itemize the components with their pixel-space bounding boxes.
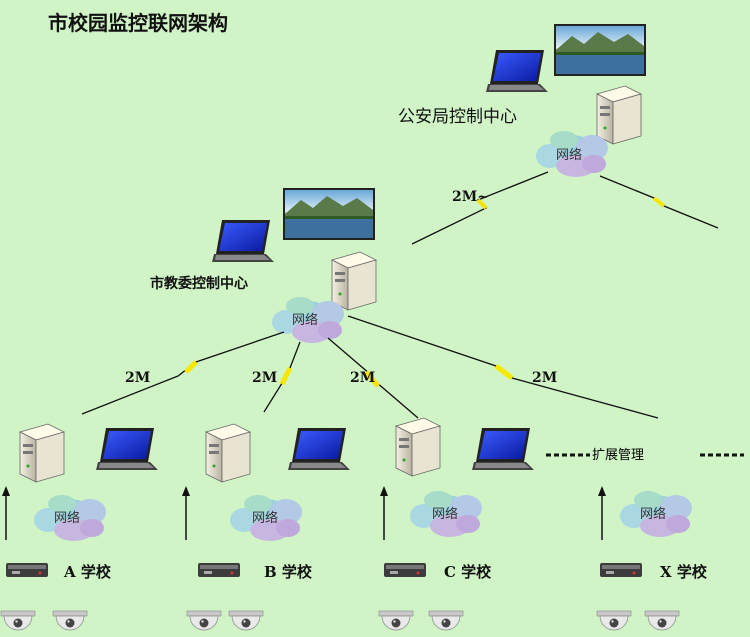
link-c-bandwidth: 2M <box>350 370 375 386</box>
diagram-title: 市校园监控联网架构 <box>48 11 228 35</box>
police-laptop <box>486 50 548 92</box>
edu-links <box>81 315 659 419</box>
school-c-network-label: 网络 <box>432 506 458 522</box>
link-x-bandwidth: 2M <box>532 370 557 386</box>
school-b-group <box>182 423 350 631</box>
school-b-label: B 学校 <box>264 563 313 581</box>
link-b-bandwidth: 2M <box>252 370 277 386</box>
school-x-group <box>596 486 692 631</box>
expand-label: 扩展管理 <box>592 448 644 463</box>
school-x-network-label: 网络 <box>640 506 666 522</box>
school-b-network-label: 网络 <box>252 510 278 526</box>
edu-server <box>331 251 377 311</box>
police-display <box>554 24 646 76</box>
school-a-label: A 学校 <box>63 563 112 581</box>
police-server <box>596 85 642 145</box>
school-x-label: X 学校 <box>660 563 708 581</box>
edu-center-label: 市教委控制中心 <box>150 275 248 292</box>
police-network-label: 网络 <box>556 147 582 163</box>
school-a-group <box>0 423 158 631</box>
police-link-bandwidth: 2M~ <box>452 189 489 205</box>
police-center-label: 公安局控制中心 <box>398 107 517 127</box>
police-links <box>411 171 719 245</box>
edu-laptop <box>212 220 274 262</box>
school-c-group <box>378 417 534 631</box>
edu-display <box>283 188 375 240</box>
school-a-network-label: 网络 <box>54 510 80 526</box>
school-c-label: C 学校 <box>444 563 492 581</box>
edu-network-label: 网络 <box>292 312 318 328</box>
expand-label-bg <box>590 444 656 464</box>
link-a-bandwidth: 2M <box>125 370 150 386</box>
